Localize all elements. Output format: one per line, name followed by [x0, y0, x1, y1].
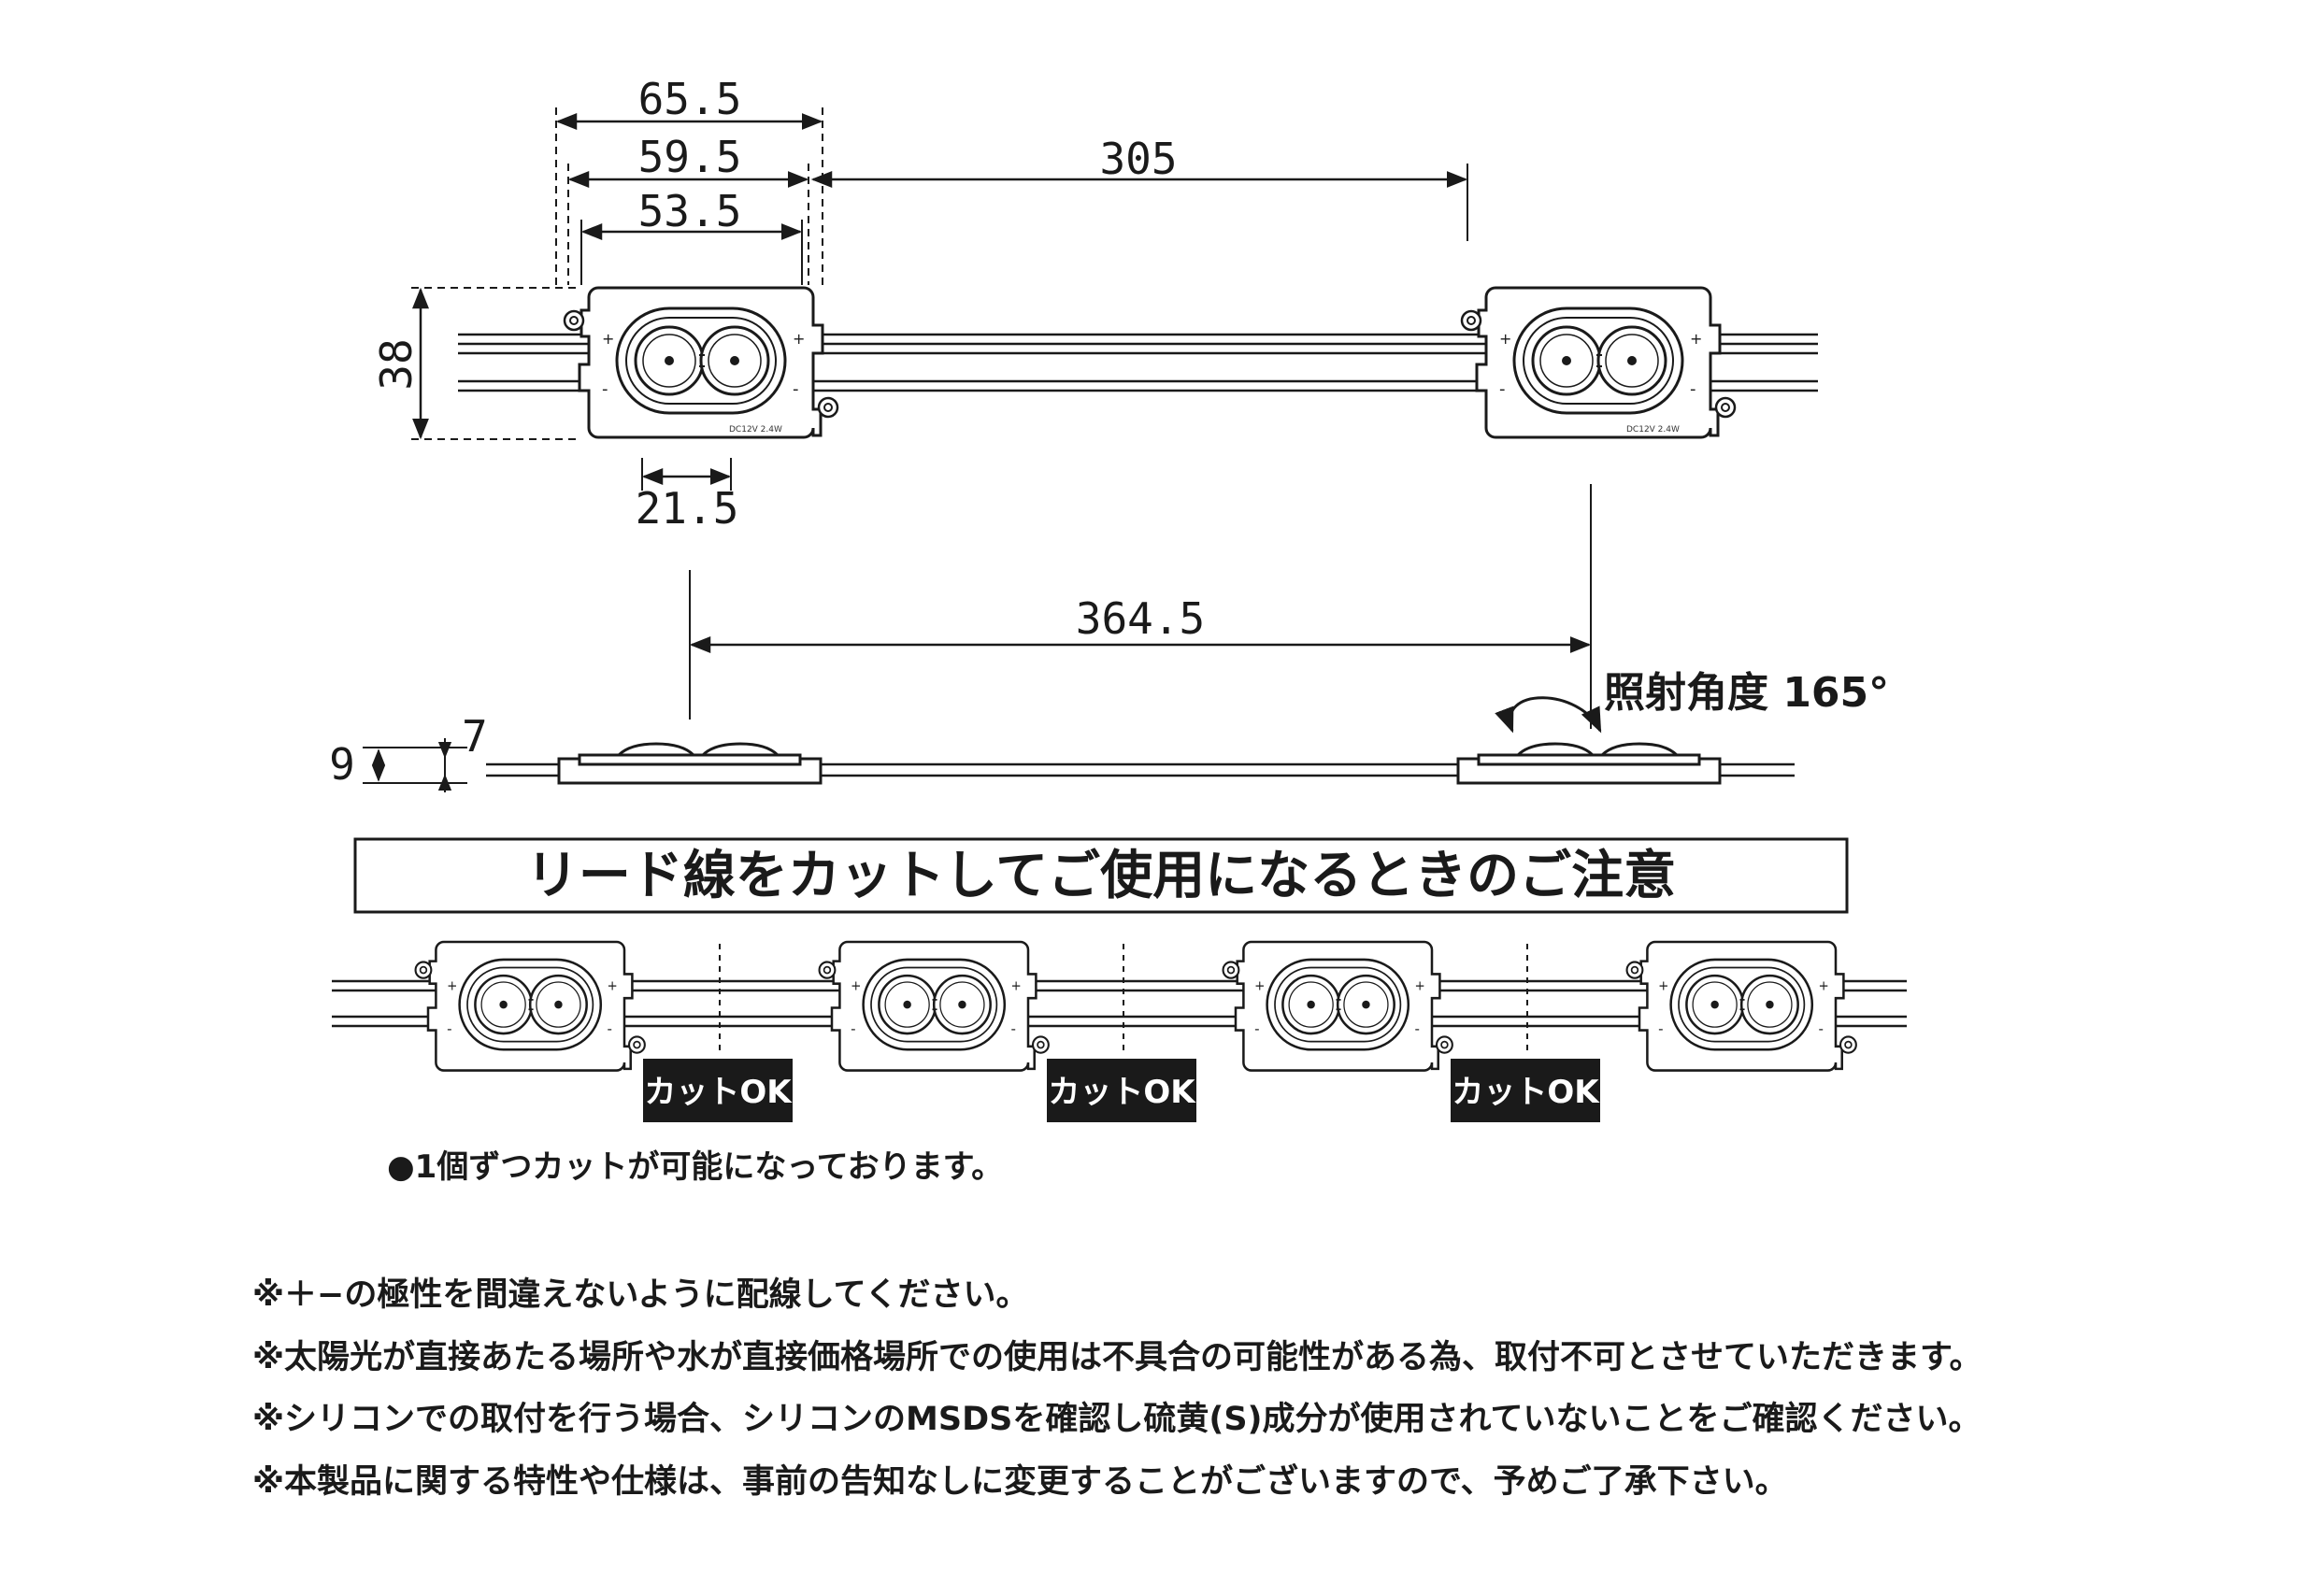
side-view: 364.5 照射角度 165° 9 7 — [329, 484, 1889, 792]
beam-angle-label: 照射角度 165° — [1604, 669, 1889, 717]
note-silicone: ※シリコンでの取付を行う場合、シリコンのMSDSを確認し硫黄(S)成分が使用され… — [252, 1401, 1982, 1438]
top-view: DC12V 2.4W DC12V 2.4W 65.5 — [371, 74, 1818, 534]
cut-module-3 — [1222, 940, 1454, 1072]
cut-module-4 — [1625, 940, 1858, 1072]
cut-module-2 — [818, 940, 1051, 1072]
cut-module-1 — [414, 940, 647, 1072]
dim-364-5: 364.5 — [1076, 593, 1205, 644]
cut-caption: ●1個ずつカットが可能になっております。 — [387, 1148, 1003, 1186]
dim-65-5: 65.5 — [638, 74, 742, 124]
note-polarity: ※＋−の極性を間違えないように配線してください。 — [252, 1276, 1029, 1314]
cut-ok-label-1: カットOK — [643, 1059, 793, 1122]
dim-9: 9 — [329, 739, 355, 790]
led-module-left — [563, 286, 839, 439]
module-spec-right: DC12V 2.4W — [1626, 425, 1680, 435]
cut-section: リード線をカットしてご使用になるときのご注意 カットOK カットOK — [332, 837, 1907, 1186]
module-spec-left: DC12V 2.4W — [729, 425, 782, 435]
dim-305: 305 — [1099, 134, 1177, 184]
dim-59-5: 59.5 — [638, 132, 742, 182]
note-spec-change: ※本製品に関する特性や仕様は、事前の告知なしに変更することがございますので、予め… — [252, 1463, 1788, 1501]
dim-38: 38 — [371, 338, 422, 390]
led-module-right — [1460, 286, 1737, 439]
svg-text:カットOK: カットOK — [644, 1074, 793, 1111]
dim-7: 7 — [462, 711, 488, 762]
dim-21-5: 21.5 — [636, 483, 739, 534]
dim-53-5: 53.5 — [638, 186, 742, 236]
svg-text:カットOK: カットOK — [1048, 1074, 1196, 1111]
cut-ok-label-2: カットOK — [1047, 1059, 1196, 1122]
note-sunlight-water: ※太陽光が直接あたる場所や水が直接価格場所での使用は不具合の可能性がある為、取付… — [252, 1339, 1982, 1376]
cut-section-title: リード線をカットしてご使用になるときのご注意 — [526, 846, 1676, 906]
svg-text:カットOK: カットOK — [1452, 1074, 1600, 1111]
cut-ok-label-3: カットOK — [1451, 1059, 1600, 1122]
